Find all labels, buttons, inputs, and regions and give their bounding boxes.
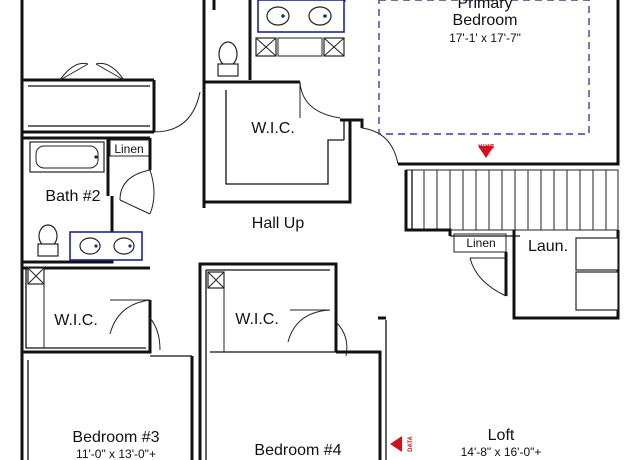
svg-text:DATA: DATA — [477, 142, 493, 148]
bathtub — [29, 141, 105, 173]
linen-right-label: Linen — [466, 236, 495, 250]
laundry-label: Laun. — [528, 238, 568, 255]
primary-bedroom-dims: 17'-1' x 17'-7" — [449, 31, 521, 45]
cabinets-top — [255, 37, 345, 57]
primary-bath-walls — [202, 0, 352, 208]
wic-mid-walls — [198, 262, 348, 460]
linen-left-label: Linen — [114, 142, 143, 156]
primary-bedroom-label-2: Bedroom — [453, 12, 518, 29]
wic-top-door — [299, 81, 341, 119]
primary-vanity — [257, 0, 345, 33]
bedroom4-walls — [336, 316, 618, 460]
stairs — [404, 169, 619, 237]
wic-left-label: W.I.C. — [54, 312, 98, 329]
bath2-vanity — [69, 231, 143, 261]
wic-mid-label: W.I.C. — [235, 311, 279, 328]
data-marker-bottom: DATA — [390, 435, 414, 452]
bath2-walls — [22, 136, 155, 264]
hall-door-left — [153, 91, 201, 133]
bedroom4-label: Bedroom #4 — [254, 442, 341, 459]
primary-bedroom-walls — [350, 0, 620, 166]
wic-top-label: W.I.C. — [251, 120, 295, 137]
bedroom3-walls — [20, 352, 194, 460]
exterior-walls — [20, 0, 156, 264]
hall-label: Hall Up — [252, 215, 305, 232]
bedroom3-dims: 11'-0" x 13'-0"+ — [76, 447, 156, 460]
bath2-label: Bath #2 — [45, 188, 100, 205]
bedroom3-label: Bedroom #3 — [72, 429, 159, 446]
svg-text:DATA: DATA — [408, 435, 414, 451]
wic-left-walls — [20, 262, 161, 354]
data-marker-top: DATA — [477, 142, 494, 158]
double-door-top-left — [59, 62, 125, 81]
primary-bedroom-label-1: Primary — [457, 0, 512, 12]
loft-dims: 14'-8" x 16'-0"+ — [461, 445, 542, 459]
toilet-bath2 — [37, 224, 59, 257]
toilet-primary — [217, 41, 239, 77]
loft-label: Loft — [488, 427, 515, 444]
